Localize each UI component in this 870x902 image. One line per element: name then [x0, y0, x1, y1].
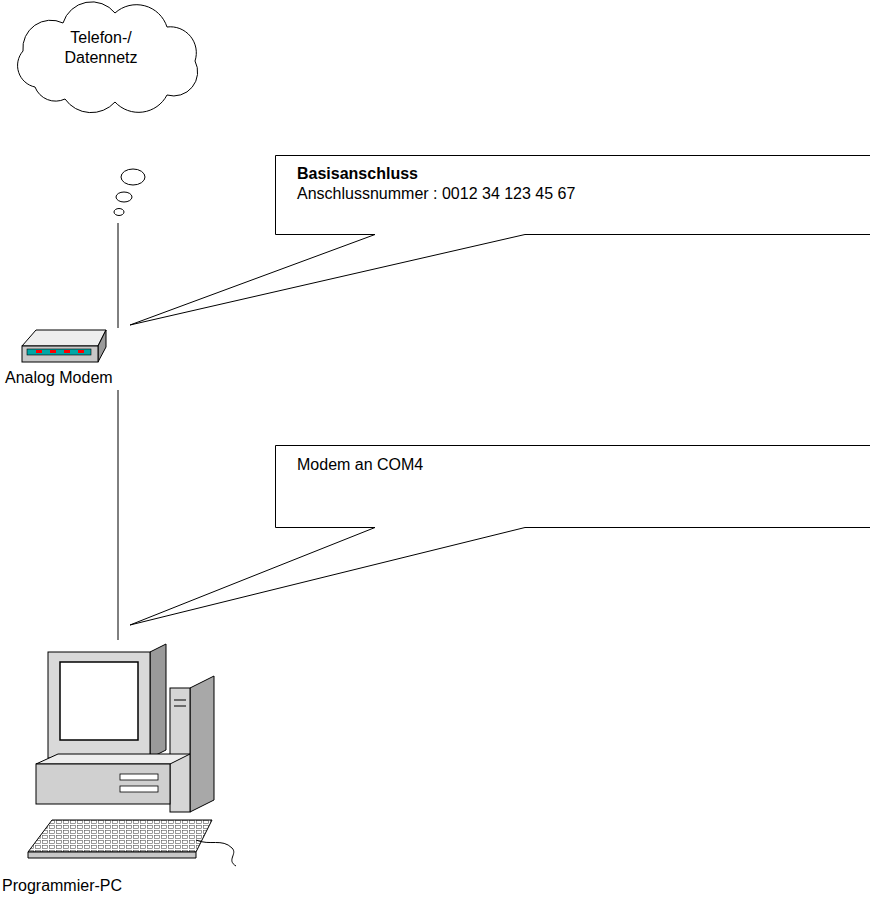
monitor-side: [150, 644, 166, 758]
drive-slot: [120, 774, 158, 780]
tower-slot: [174, 706, 186, 707]
cloud-shape: Telefon-/ Datennetz: [5, 5, 205, 223]
thought-bubble: [114, 209, 124, 216]
keyboard-cable: [196, 840, 236, 866]
computer-device-outline: [0, 640, 225, 900]
callout-outline: [130, 156, 870, 326]
tower-front: [170, 688, 190, 812]
node-label: Analog Modem: [5, 368, 145, 388]
monitor-screen: [60, 662, 138, 740]
modem-side: [98, 330, 106, 362]
desktop-top: [36, 754, 190, 764]
modem-led: [64, 350, 70, 353]
connector-line: [118, 223, 119, 328]
desktop-front: [36, 764, 170, 804]
callout-text: Anschlussnummer : 0012 34 123 45 67: [297, 184, 848, 204]
modem-front: [22, 346, 98, 362]
computer-device: Programmier-PC: [0, 640, 225, 900]
keyboard: [28, 820, 212, 852]
callout-box: Modem an COM4: [275, 445, 870, 528]
node-label: Telefon-/ Datennetz: [55, 28, 147, 68]
connector-line: [118, 390, 119, 640]
modem-icon: [22, 330, 106, 362]
pc-icon: [28, 644, 236, 866]
modem-top: [22, 330, 106, 346]
thought-bubble: [116, 192, 132, 202]
modem-led: [78, 350, 84, 353]
monitor-case: [48, 652, 150, 758]
thought-bubble: [121, 169, 145, 185]
cloud-outline: [18, 2, 198, 113]
callout-text: Modem an COM4: [297, 455, 848, 475]
modem-led: [50, 350, 56, 353]
node-label: Programmier-PC: [2, 876, 225, 896]
callout-box: BasisanschlussAnschlussnummer : 0012 34 …: [275, 155, 870, 235]
callout-outline: [130, 446, 870, 626]
tower-slot: [174, 700, 186, 701]
modem-led-strip: [27, 349, 91, 355]
modem-device: Analog Modem: [5, 328, 145, 390]
callout-heading: Basisanschluss: [297, 164, 848, 184]
tower-side: [190, 676, 214, 812]
drive-slot: [120, 786, 158, 792]
keyboard-edge: [28, 852, 196, 858]
modem-led: [36, 350, 42, 353]
